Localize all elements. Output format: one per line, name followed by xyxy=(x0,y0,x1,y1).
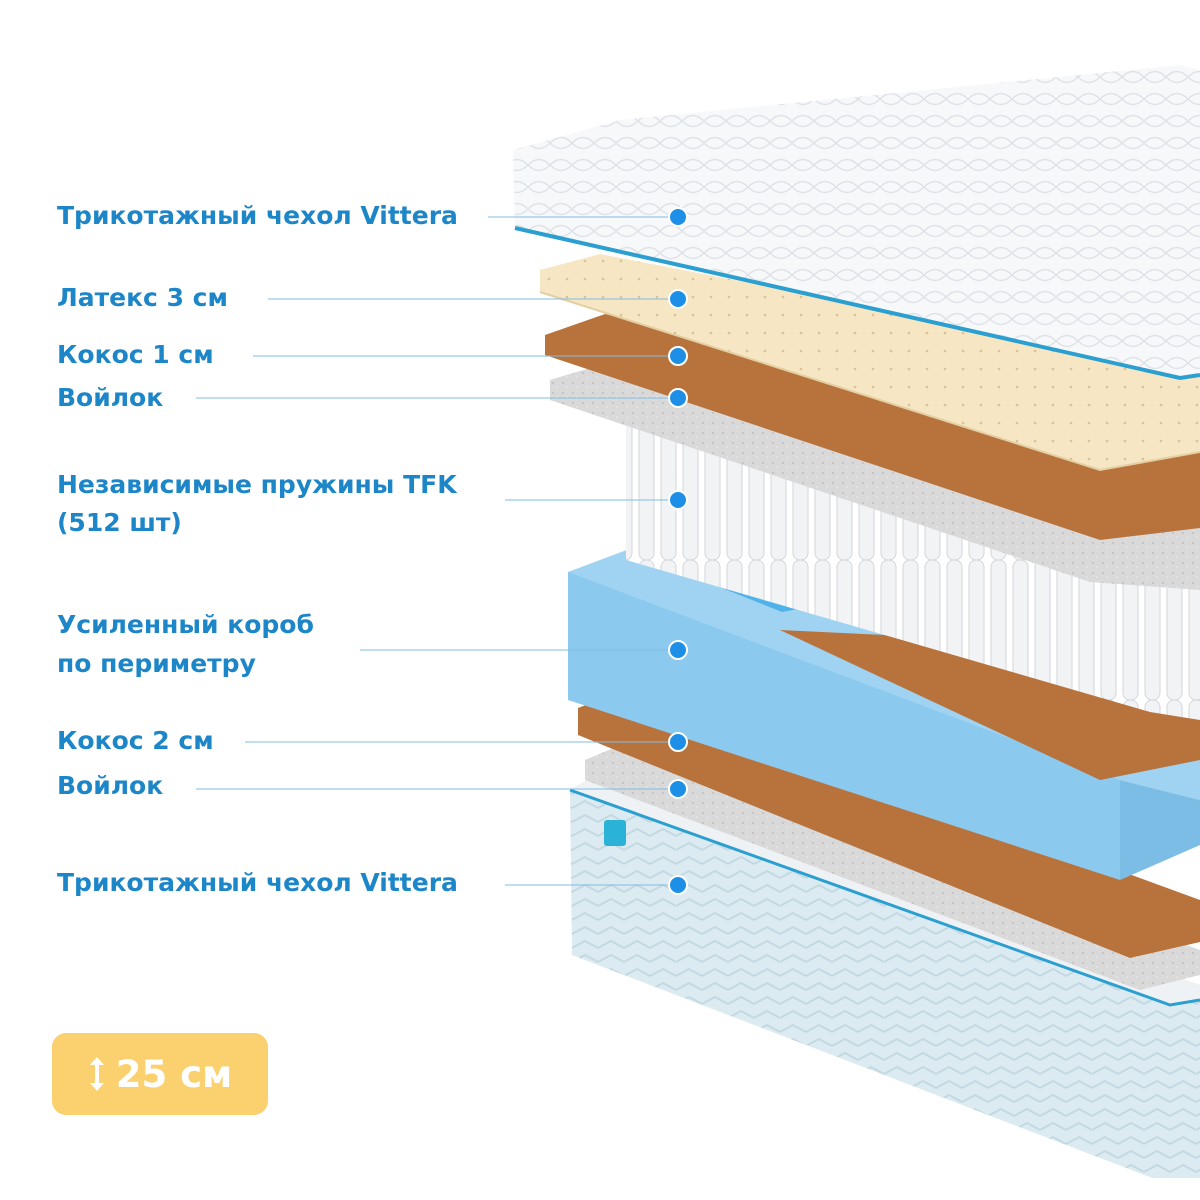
label-frame-line1: Усиленный короб xyxy=(57,610,314,639)
marker-top-cover xyxy=(668,207,688,227)
top-felt-layer xyxy=(550,362,1200,590)
marker-coconut-bottom xyxy=(668,732,688,752)
marker-frame xyxy=(668,640,688,660)
bottom-felt-layer xyxy=(585,742,1200,990)
marker-felt-top xyxy=(668,388,688,408)
label-frame-line2: по периметру xyxy=(57,649,256,678)
label-coconut-top: Кокос 1 см xyxy=(57,340,214,369)
brand-tag-icon xyxy=(604,820,626,846)
label-top-cover: Трикотажный чехол Vittera xyxy=(57,201,458,230)
latex-layer xyxy=(539,254,1200,472)
height-badge: 25 см xyxy=(52,1033,268,1115)
label-springs-line1: Независимые пружины TFK xyxy=(57,470,457,499)
label-bottom-cover: Трикотажный чехол Vittera xyxy=(57,868,458,897)
marker-coconut-top xyxy=(668,346,688,366)
label-felt-top: Войлок xyxy=(57,383,164,412)
vertical-double-arrow-icon xyxy=(88,1055,106,1093)
marker-latex xyxy=(668,289,688,309)
leader-lines xyxy=(196,216,675,886)
height-value: 25 см xyxy=(115,1052,233,1096)
marker-springs xyxy=(668,490,688,510)
bottom-coconut-layer xyxy=(578,690,1200,958)
marker-felt-bottom xyxy=(668,779,688,799)
label-felt-bottom: Войлок xyxy=(57,771,164,800)
marker-bottom-cover xyxy=(668,875,688,895)
top-coconut-layer xyxy=(545,314,1200,540)
layer-markers xyxy=(668,207,688,895)
top-cover-layer xyxy=(513,65,1200,381)
label-coconut-bottom: Кокос 2 см xyxy=(57,726,214,755)
label-springs-line2: (512 шт) xyxy=(57,508,182,537)
label-latex: Латекс 3 см xyxy=(57,283,228,312)
